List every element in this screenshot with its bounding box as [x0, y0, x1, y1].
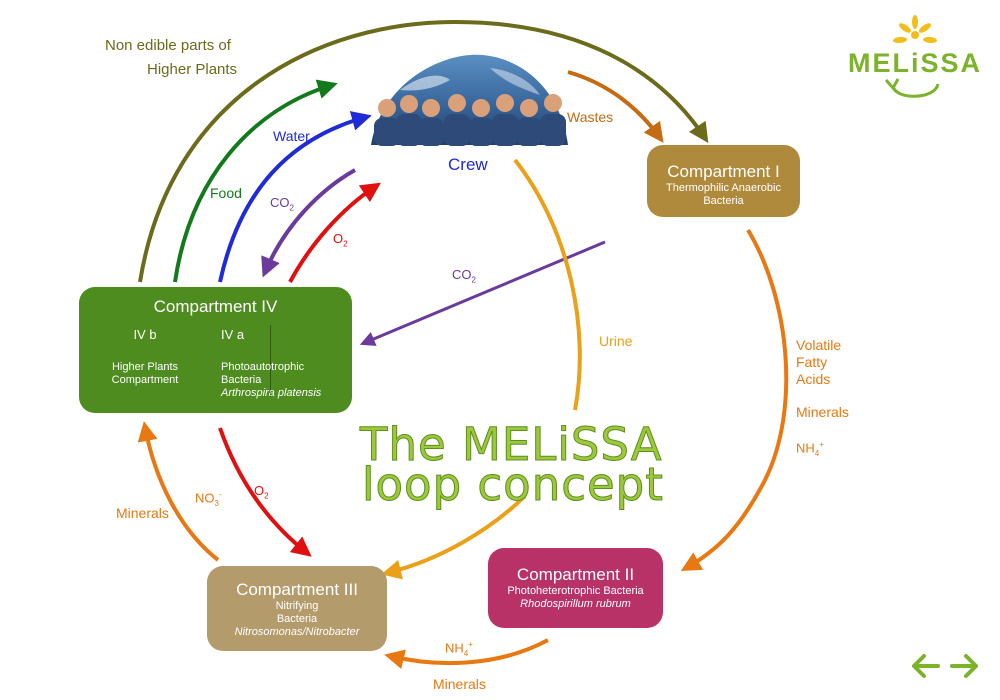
flow-arrow-co2-c1	[359, 240, 606, 346]
label-non-edible-1: Non edible parts of	[105, 37, 231, 54]
compartment-3: Compartment III Nitrifying Bacteria Nitr…	[207, 566, 387, 651]
label-non-edible-2: Higher Plants	[147, 61, 238, 78]
compartment-4-divider	[270, 325, 271, 397]
label-nh4-c2: NH4+	[445, 640, 473, 658]
compartment-4-title: Compartment IV	[153, 297, 278, 316]
compartment-4b-line-1: Higher Plants	[111, 361, 179, 373]
compartment-2-line-1: Photoheterotrophic Bacteria	[507, 585, 644, 597]
flow-arrow-co2-crew	[261, 168, 356, 278]
compartment-2-title: Compartment II	[516, 565, 635, 584]
flow-arrow-water	[218, 111, 372, 283]
label-urine: Urine	[599, 333, 633, 349]
flow-arrow-urine-to-c3	[381, 494, 527, 580]
flow-arrow-c2-c3	[384, 638, 549, 669]
compartment-4b: IV b Higher Plants Compartment	[91, 327, 199, 387]
crew-image	[371, 54, 568, 146]
flow-arrow-c1-c2	[680, 228, 789, 571]
label-co2-c1: CO2	[452, 267, 476, 285]
compartment-4a-species: Arthrospira platensis	[221, 387, 322, 399]
diagram-title-line-2: loop concept	[362, 458, 664, 511]
compartment-4a-label: IV a	[221, 327, 245, 342]
arrow-right-icon[interactable]	[950, 654, 978, 678]
compartment-4: Compartment IV IV b Higher Plants Compar…	[79, 287, 352, 413]
compartment-2-species: Rhodospirillum rubrum	[520, 598, 631, 610]
compartment-2: Compartment II Photoheterotrophic Bacter…	[488, 548, 663, 628]
compartment-3-species: Nitrosomonas/Nitrobacter	[234, 626, 360, 638]
melissa-logo	[884, 15, 940, 98]
label-co2-crew: CO2	[270, 195, 294, 213]
compartment-3-title: Compartment III	[236, 580, 358, 599]
arrow-left-icon[interactable]	[912, 654, 940, 678]
flow-arrow-wastes	[567, 70, 664, 143]
logo-text: MELiSSA	[848, 48, 983, 78]
label-nh4-c1: NH4+	[796, 440, 824, 458]
label-minerals-c1: Minerals	[796, 404, 849, 420]
label-minerals-c3: Minerals	[116, 505, 169, 521]
compartment-1: Compartment I Thermophilic Anaerobic Bac…	[647, 145, 800, 217]
label-minerals-c2: Minerals	[433, 676, 486, 692]
label-no3: NO3-	[195, 490, 222, 508]
flow-arrow-urine	[513, 158, 582, 411]
label-o2-c3: O2	[254, 483, 269, 501]
compartment-4b-label: IV b	[133, 327, 157, 342]
flow-arrow-o2-c3	[218, 427, 312, 557]
label-wastes: Wastes	[567, 109, 614, 125]
compartment-3-line-1: Nitrifying	[275, 600, 319, 612]
label-water: Water	[273, 128, 310, 144]
label-vfa-1: Volatile	[796, 337, 842, 353]
compartment-3-line-2: Bacteria	[276, 613, 318, 625]
flow-arrow-o2-crew	[288, 182, 381, 283]
compartment-1-line-1: Thermophilic Anaerobic	[666, 182, 781, 194]
compartment-1-line-2: Bacteria	[703, 195, 744, 207]
compartment-4a-line-1: Photoautotrophic	[221, 361, 305, 373]
label-vfa-2: Fatty	[796, 354, 828, 370]
compartment-4a: IV a Photoautotrophic Bacteria Arthrospi…	[221, 327, 349, 400]
label-vfa-3: Acids	[796, 371, 831, 387]
diagram-title-line-1: The MELiSSA	[360, 418, 663, 471]
compartment-4b-line-2: Compartment	[111, 374, 179, 386]
flow-arrow-food	[173, 79, 338, 283]
flow-arrow-c3-c4	[137, 421, 220, 562]
label-food: Food	[210, 185, 242, 201]
compartment-1-title: Compartment I	[667, 162, 780, 181]
flow-arrow-non-edible	[138, 19, 709, 283]
compartment-4a-line-2: Bacteria	[221, 374, 262, 386]
label-o2-crew: O2	[333, 231, 348, 249]
crew-label: Crew	[448, 155, 488, 174]
